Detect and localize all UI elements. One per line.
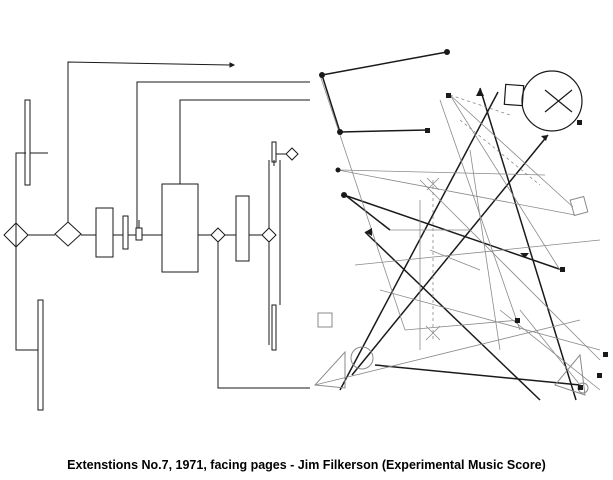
- routing-line-mid: [179, 99, 310, 184]
- box-narrow: [122, 215, 129, 250]
- dashed-line: [449, 94, 511, 116]
- dots: [319, 49, 608, 390]
- thin-bar-top: [271, 141, 277, 163]
- figure-caption: Extenstions No.7, 1971, facing pages - J…: [67, 458, 546, 472]
- thin-line: [319, 74, 406, 331]
- dot: [341, 192, 347, 198]
- dashed-lines: [432, 94, 541, 340]
- cross-mark: [425, 325, 441, 341]
- thin-line: [379, 289, 601, 351]
- thin-line: [404, 319, 521, 331]
- bold-line: [339, 129, 428, 133]
- thin-line: [337, 169, 576, 216]
- routing-line-bottom: [217, 242, 310, 389]
- bold-line: [344, 194, 391, 231]
- small-square-dot: [603, 352, 608, 357]
- arrowhead: [520, 253, 529, 258]
- arrowhead: [476, 88, 484, 96]
- arrowhead: [541, 135, 548, 141]
- bold-line: [321, 74, 341, 133]
- thin-line: [449, 94, 561, 271]
- thin-lines: [314, 74, 601, 391]
- music-score-diagram: [3, 49, 608, 411]
- bar-mid: [235, 195, 250, 262]
- thin-line: [354, 239, 601, 266]
- small-square-dot: [425, 128, 430, 133]
- diamond-node-4: [261, 227, 277, 243]
- box-small: [135, 227, 143, 241]
- thin-line: [429, 249, 481, 271]
- thin-line: [449, 94, 574, 208]
- bold-line: [343, 194, 563, 271]
- bold-line: [321, 51, 448, 76]
- small-square-dot: [446, 93, 451, 98]
- diamond-node-1: [3, 222, 29, 248]
- dot: [337, 129, 343, 135]
- thin-line: [419, 179, 601, 361]
- bold-line: [364, 231, 541, 401]
- triangle: [313, 350, 346, 389]
- diamond-node-2: [54, 221, 82, 247]
- thin-line: [339, 169, 546, 176]
- circle-cross: [544, 89, 573, 113]
- diamond-node-3: [210, 227, 226, 243]
- bold-lines: [321, 51, 581, 401]
- thin-line: [314, 319, 581, 386]
- flowchart-page: [3, 61, 310, 411]
- small-square-dot: [560, 267, 565, 272]
- cross-marks: [425, 177, 441, 341]
- thin-line: [499, 309, 601, 391]
- small-square-dot: [578, 385, 583, 390]
- dashed-line: [459, 119, 541, 186]
- bold-line: [374, 364, 581, 386]
- open-square: [569, 195, 589, 217]
- tall-bar-lower: [37, 299, 44, 411]
- arrowhead: [365, 228, 372, 236]
- small-circle: [350, 346, 374, 370]
- thin-bar-bottom: [271, 304, 277, 351]
- box-medium: [95, 207, 114, 258]
- thin-line: [469, 149, 501, 351]
- dot: [444, 49, 450, 55]
- routing-line-upper: [136, 81, 310, 228]
- open-square: [503, 83, 525, 107]
- triangle: [554, 353, 586, 396]
- bracket-line-left: [15, 152, 38, 351]
- small-square-dot: [577, 120, 582, 125]
- large-circle: [521, 70, 583, 132]
- bold-line: [339, 91, 499, 391]
- routing-line-top: [67, 61, 231, 222]
- diamond-node-small: [285, 147, 299, 161]
- dot: [335, 167, 341, 173]
- bold-line: [479, 87, 577, 401]
- tall-bar-upper: [24, 99, 31, 186]
- open-square: [317, 312, 333, 328]
- box-large: [161, 183, 199, 273]
- thin-line: [519, 309, 581, 386]
- small-square-dot: [597, 373, 602, 378]
- arrowhead: [229, 62, 236, 68]
- graphic-field-page: [313, 49, 608, 401]
- dot: [319, 72, 325, 78]
- cross-mark: [426, 177, 440, 191]
- small-square-dot: [515, 318, 520, 323]
